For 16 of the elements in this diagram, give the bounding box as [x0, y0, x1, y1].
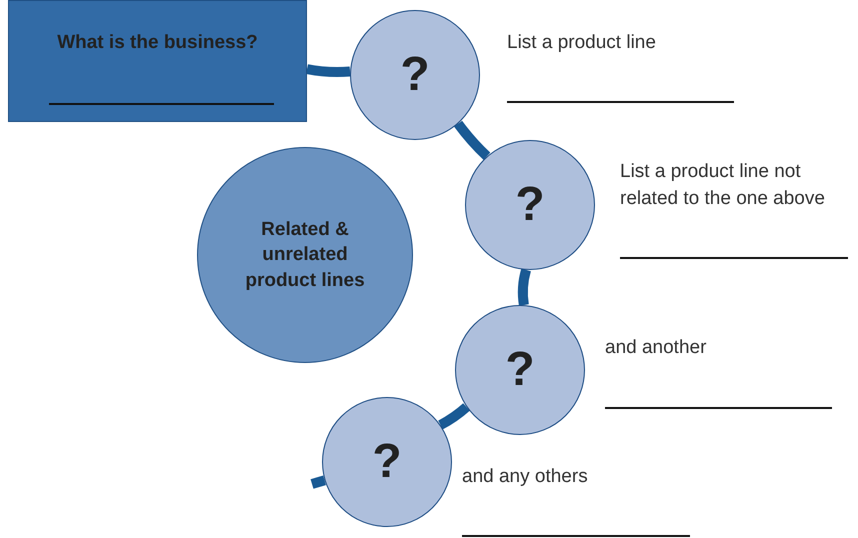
- connector-line: [438, 403, 470, 430]
- prompt-text: and another: [605, 336, 708, 360]
- title-box: [8, 0, 307, 122]
- node-label: Related & unrelated product lines: [244, 218, 366, 293]
- question-mark: ?: [505, 342, 535, 398]
- question-mark: ?: [372, 434, 402, 490]
- prompt-text: and any others: [462, 465, 589, 489]
- connector-line: [454, 120, 490, 160]
- question-mark: ?: [515, 176, 545, 233]
- prompt-text: List a product line not related to the one above: [620, 160, 826, 211]
- connector-line: [306, 64, 350, 78]
- connector-line: [518, 268, 531, 306]
- node-label: What is the business?: [57, 31, 258, 56]
- connector-line: [310, 476, 326, 489]
- question-mark: ?: [400, 46, 430, 103]
- prompt-text: List a product line: [507, 31, 657, 55]
